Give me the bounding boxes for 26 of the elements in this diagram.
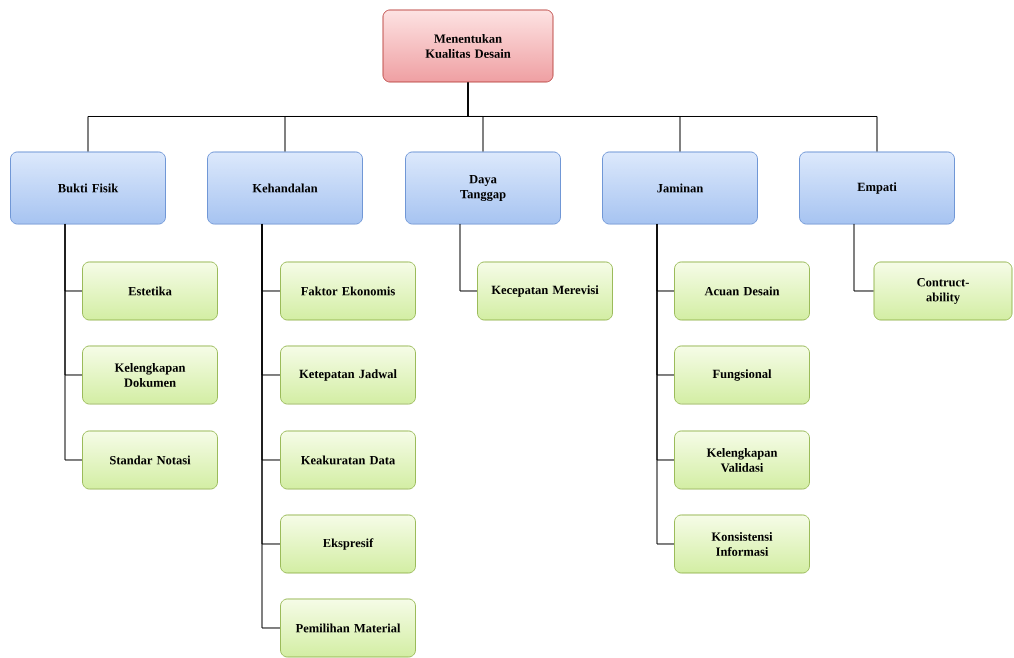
item-box: Ekspresif [280,514,416,574]
category-box: Bukti Fisik [10,151,166,225]
item-box: Pemilihan Material [280,598,416,658]
item-box: Kelengkapan Dokumen [82,345,218,405]
item-box: Faktor Ekonomis [280,261,416,321]
item-box: Fungsional [674,345,810,405]
connector-line [261,223,281,629]
category-box: Empati [799,151,955,225]
item-box: Contruct-ability [873,261,1013,321]
connector-line [853,223,874,292]
item-box: Standar Notasi [82,430,218,490]
connector-line [656,223,675,545]
connector-line [467,82,878,152]
item-box: Kecepatan Merevisi [477,261,613,321]
item-box: Ketepatan Jadwal [280,345,416,405]
item-box: Keakuratan Data [280,430,416,490]
item-box: Estetika [82,261,218,321]
connector-line [459,223,478,292]
connector-line [64,223,83,461]
item-box: Konsistensi Informasi [674,514,810,574]
category-box: Daya Tanggap [405,151,561,225]
root-box: Menentukan Kualitas Desain [382,9,554,83]
item-box: Acuan Desain [674,261,810,321]
category-box: Jaminan [602,151,758,225]
item-box: Kelengkapan Validasi [674,430,810,490]
category-box: Kehandalan [207,151,363,225]
